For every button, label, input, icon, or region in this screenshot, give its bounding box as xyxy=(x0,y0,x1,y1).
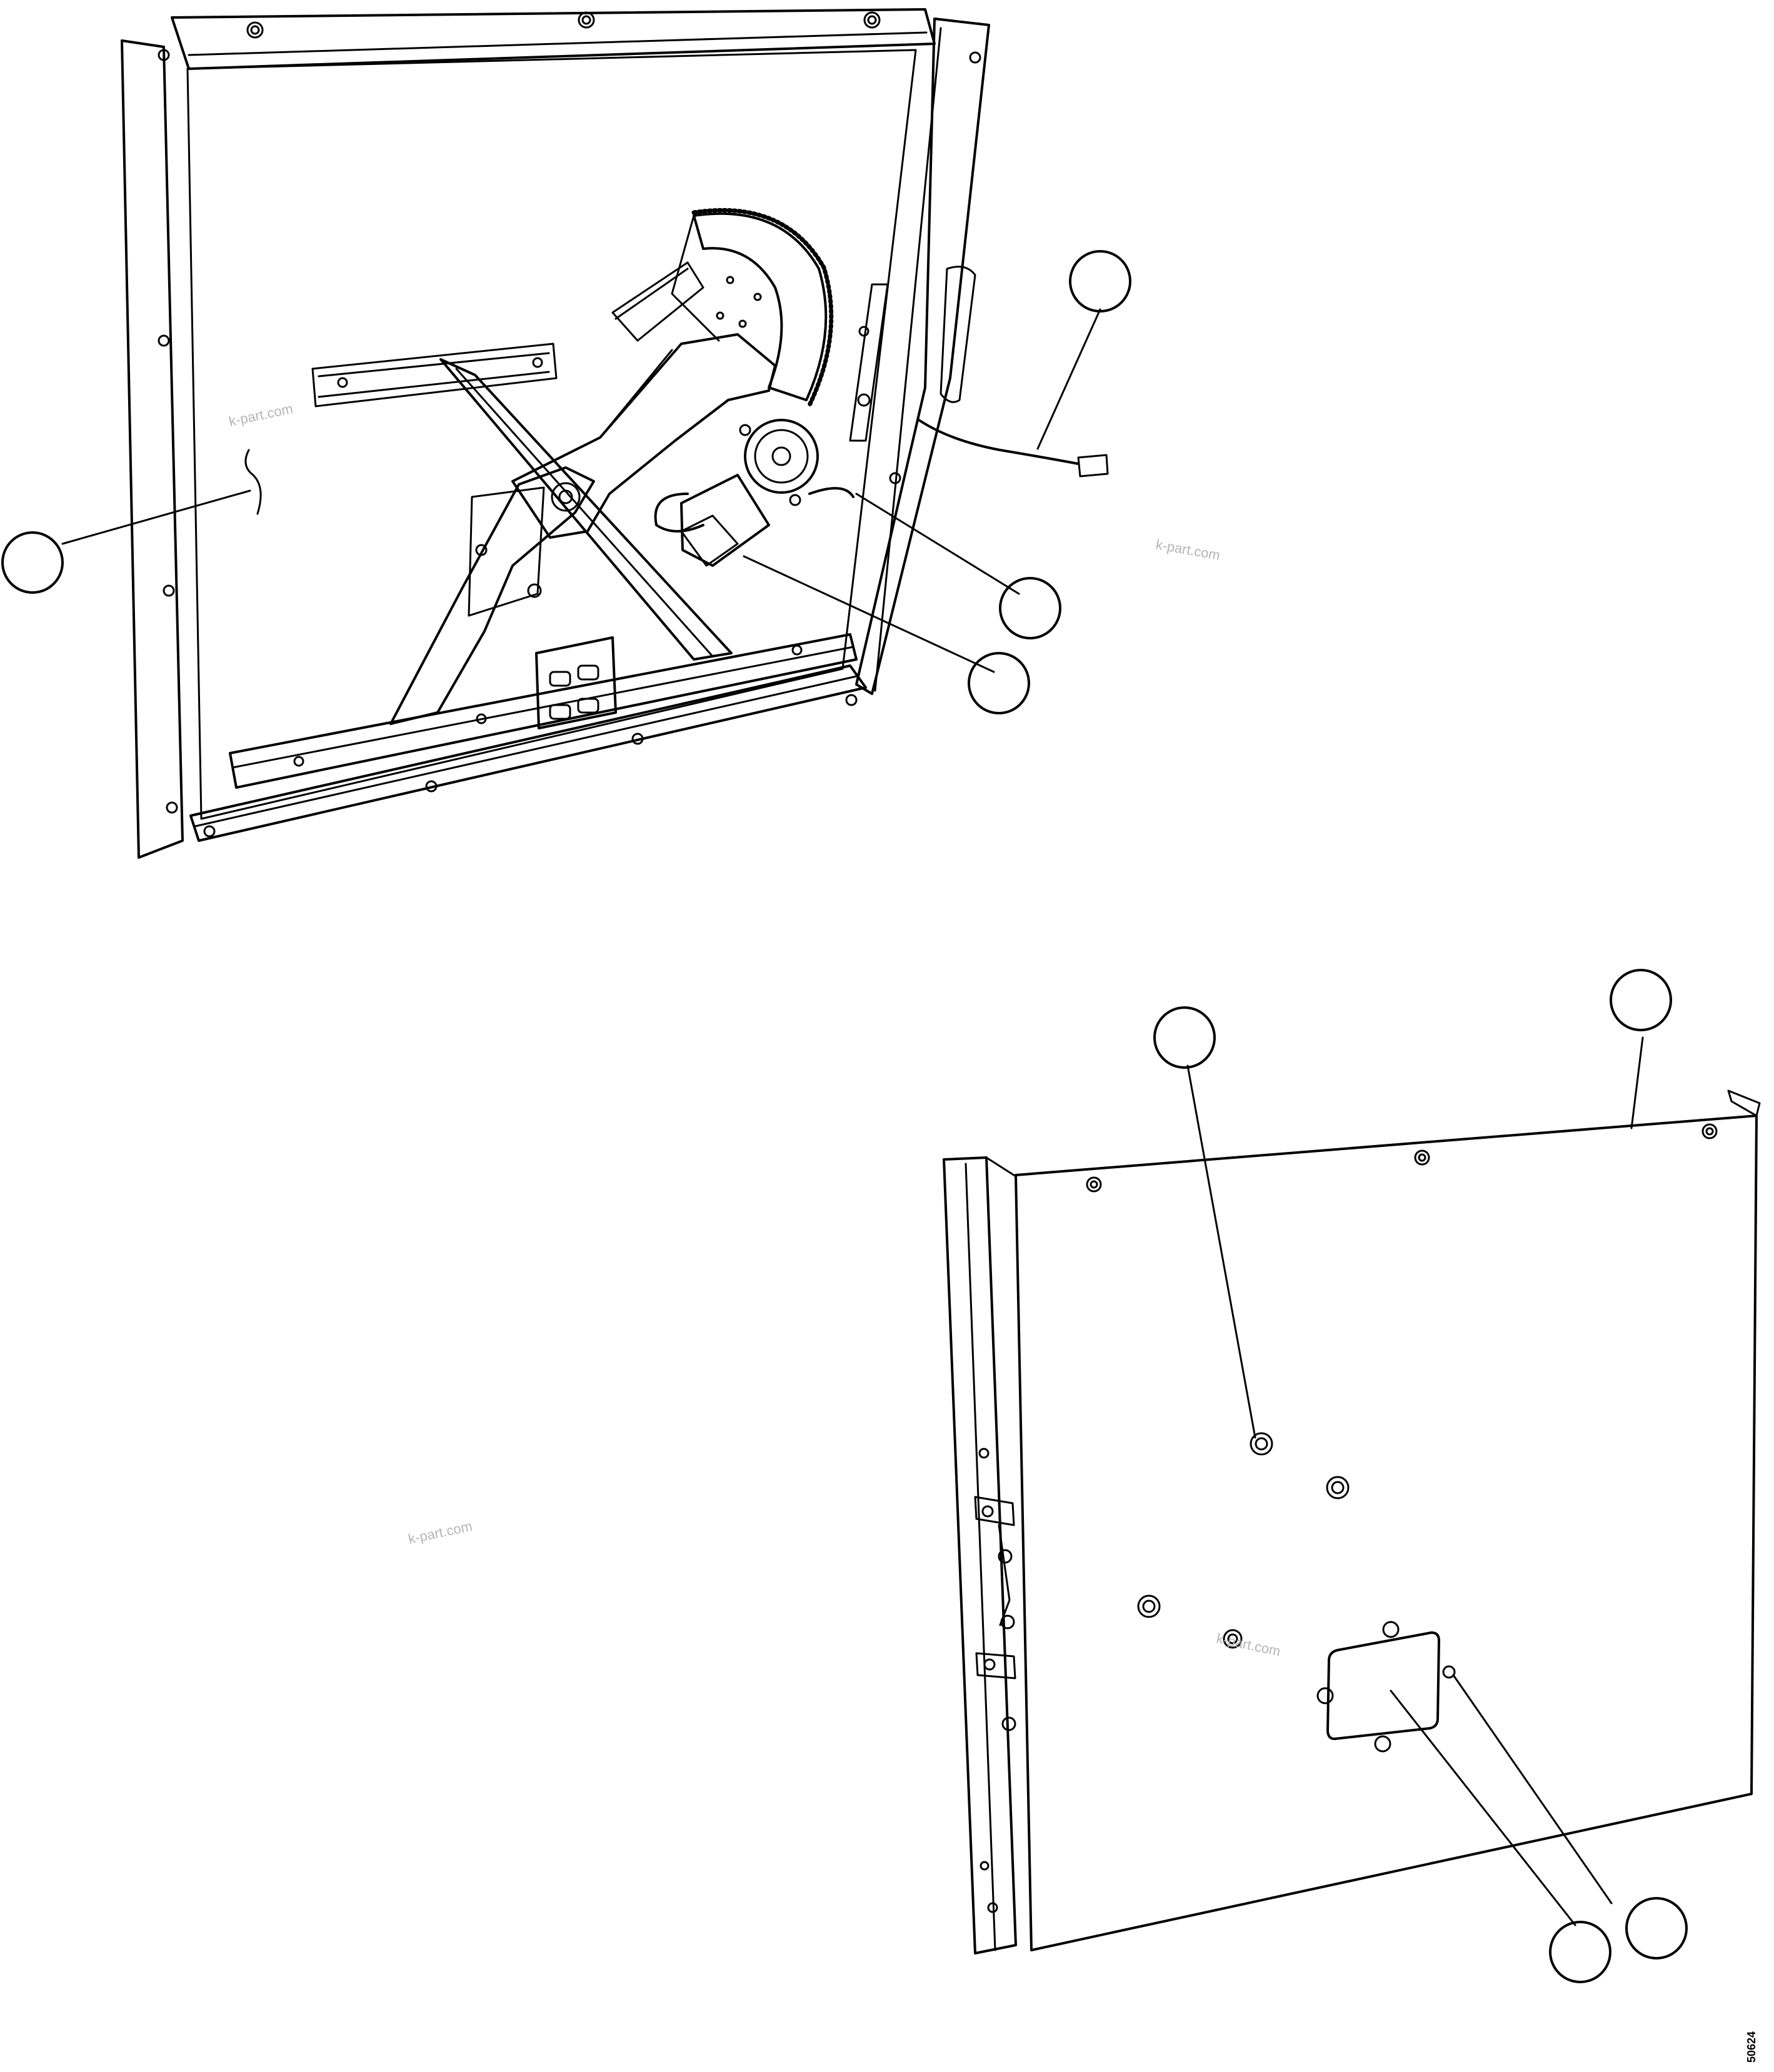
panel-break-mark xyxy=(244,449,262,515)
callouts-top xyxy=(1,250,1131,714)
callout-left-panel xyxy=(1,531,64,594)
regulator-main-plate xyxy=(511,333,776,539)
callout-harness xyxy=(1069,250,1131,313)
scissor-arm-a xyxy=(439,358,733,661)
frame-right-channel xyxy=(855,18,990,695)
watermark-3: k-part.com xyxy=(407,1518,474,1547)
hinge-bracket xyxy=(849,266,976,442)
callout-access-plate xyxy=(1549,1921,1611,1983)
callout-screw xyxy=(999,577,1061,639)
cover-studs xyxy=(1137,1432,1350,1649)
watermark-4: k-part.com xyxy=(1215,1630,1282,1659)
cover-panel-screws xyxy=(1086,1123,1718,1193)
upper-guide-rail xyxy=(311,343,558,408)
frame-bottom-channel xyxy=(189,664,867,842)
callout-motor xyxy=(968,652,1030,714)
leader-lines-top xyxy=(61,308,1101,673)
access-plate xyxy=(1316,1621,1456,1753)
watermark-1: k-part.com xyxy=(228,401,294,429)
flange-brackets xyxy=(974,1448,1016,1913)
leader-lines-bottom xyxy=(1186,1036,1644,1926)
callouts-bottom xyxy=(1153,969,1688,1983)
upper-bracket xyxy=(611,261,704,342)
window-frame-assembly xyxy=(121,8,1109,859)
frame-inner-border xyxy=(186,49,917,820)
scissor-arm-b xyxy=(389,466,595,725)
drawing-code: 50624 xyxy=(1745,2031,1758,2063)
lower-mount-plate xyxy=(468,486,545,617)
window-motor xyxy=(680,419,819,567)
cover-edge-flange xyxy=(943,1156,1017,1954)
watermarks: k-part.com k-part.com k-part.com k-part.… xyxy=(228,401,1282,1659)
wire-harness xyxy=(654,419,1109,533)
frame-bolts xyxy=(158,11,981,838)
watermark-2: k-part.com xyxy=(1155,536,1221,563)
sector-gear xyxy=(671,208,834,408)
cover-panel-face xyxy=(1015,1114,1758,1951)
callout-stud-nut xyxy=(1153,1006,1216,1069)
lower-guide-rail xyxy=(229,633,858,789)
glass-clamp xyxy=(535,636,617,729)
callout-plate-screw xyxy=(1625,1897,1688,1959)
callout-cover-panel xyxy=(1610,969,1672,1031)
cover-panel-assembly xyxy=(943,1089,1761,1954)
